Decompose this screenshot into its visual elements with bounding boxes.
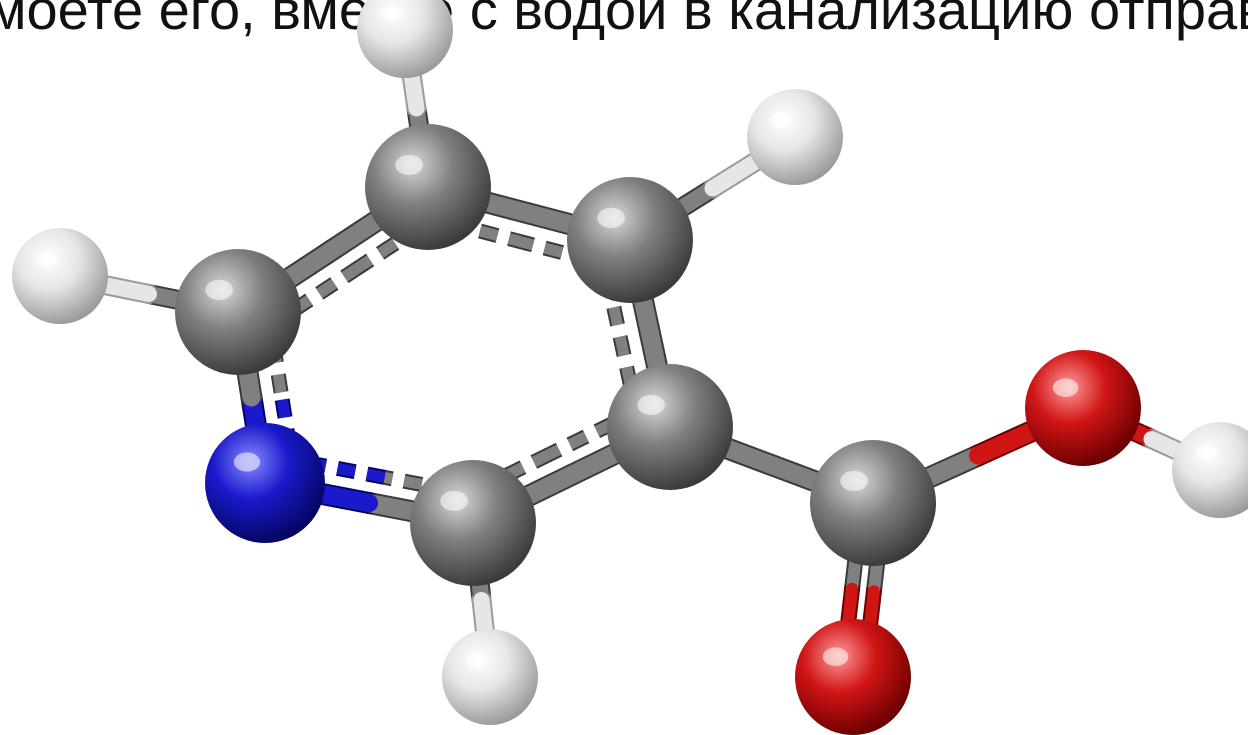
atom-c5 bbox=[410, 460, 536, 586]
atom-n1-highlight bbox=[233, 452, 261, 472]
bond-c4-c5-inner-half-b bbox=[484, 449, 553, 490]
atom-h5 bbox=[1172, 422, 1248, 518]
atom-h5-highlight bbox=[1195, 445, 1217, 461]
atom-c3-highlight bbox=[597, 207, 625, 229]
bond-c3-c4-inner-half-b bbox=[614, 336, 639, 399]
atom-c3 bbox=[567, 177, 693, 303]
atom-c6-highlight bbox=[840, 470, 868, 492]
atom-c4-highlight bbox=[637, 394, 665, 416]
atom-o2 bbox=[795, 619, 911, 735]
caption-text: смоете его, вместе с водой в канализацию… bbox=[0, 0, 1248, 41]
atom-h3-highlight bbox=[770, 112, 792, 128]
atom-c2-highlight bbox=[395, 154, 423, 176]
bond-c2-c3-inner-half-b bbox=[514, 235, 582, 263]
atom-c1 bbox=[175, 249, 301, 375]
atom-h1 bbox=[12, 228, 108, 324]
atom-h3 bbox=[747, 89, 843, 185]
atom-c4 bbox=[607, 364, 733, 490]
atom-o1 bbox=[1025, 350, 1141, 466]
atom-o2-highlight bbox=[822, 647, 849, 666]
atom-n1 bbox=[205, 423, 325, 543]
atom-layer bbox=[12, 0, 1248, 735]
atom-c1-highlight bbox=[205, 279, 233, 301]
bond-c5-n1-inner-half-b bbox=[317, 459, 386, 483]
bond-c1-c2-inner-half-a bbox=[291, 265, 359, 315]
atom-o1-highlight bbox=[1052, 378, 1079, 397]
atom-c6 bbox=[810, 440, 936, 566]
atom-h2 bbox=[357, 0, 453, 78]
atom-h4 bbox=[442, 629, 538, 725]
atom-h1-highlight bbox=[35, 251, 57, 267]
atom-h2-highlight bbox=[380, 5, 402, 21]
atom-c2 bbox=[365, 124, 491, 250]
atom-h4-highlight bbox=[465, 652, 487, 668]
atom-c5-highlight bbox=[440, 490, 468, 512]
bond-c4-c5-inner-half-a bbox=[547, 418, 616, 460]
